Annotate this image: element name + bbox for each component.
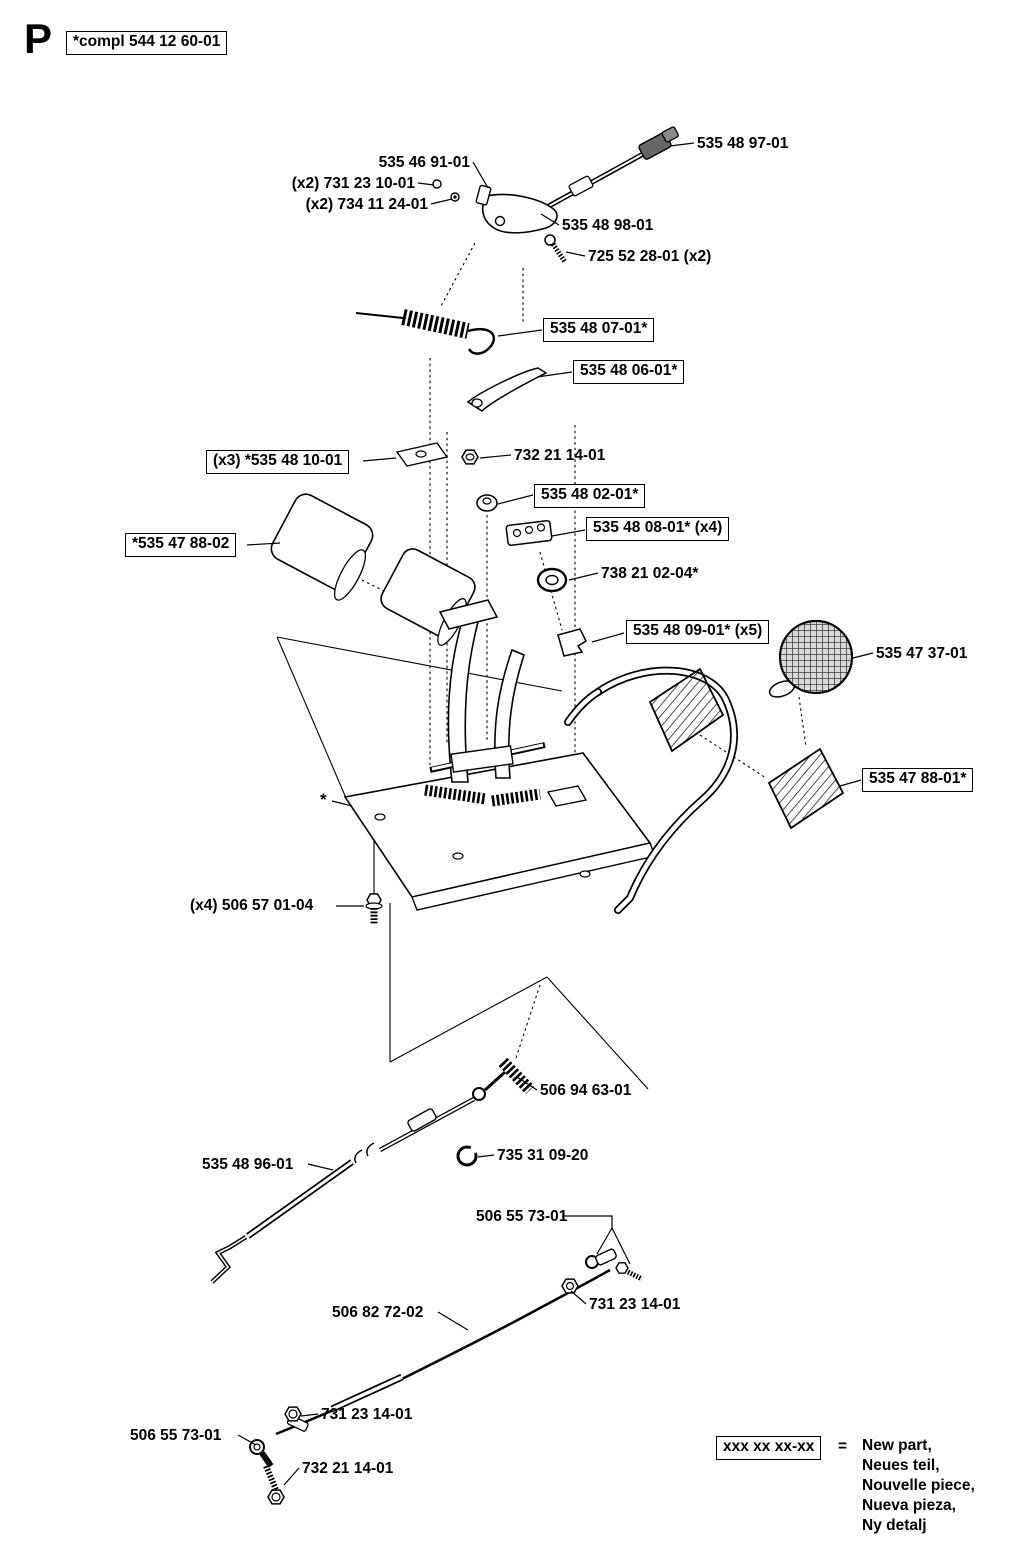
part-label-535-47-88-01: 535 47 88-01* (862, 768, 974, 792)
part-label-731-23-10-01: (x2) 731 23 10-01 (291, 175, 415, 192)
part-label-506-82-72-02: 506 82 72-02 (332, 1304, 424, 1321)
foam-tube-left (270, 493, 374, 601)
part-label-535-48-06-01: 535 48 06-01* (573, 360, 685, 384)
spacer-plate (395, 442, 449, 467)
part-label-731-23-14-01-b: 731 23 14-01 (589, 1296, 681, 1313)
nut-bottom (267, 1489, 285, 1505)
switch-cylinder (475, 184, 492, 206)
retainer-clip (557, 628, 587, 657)
hinge-block (505, 519, 553, 547)
nut-right (561, 1278, 579, 1294)
throttle-cable (210, 1057, 535, 1284)
part-label-535-48-07-01: 535 48 07-01* (543, 318, 655, 342)
section-letter: P (24, 15, 53, 62)
flat-bracket (466, 367, 548, 412)
part-label-535-48-02-01: 535 48 02-01* (534, 484, 646, 508)
pedal-arms (429, 599, 546, 783)
screw-thread (550, 242, 568, 264)
leader-lines (237, 142, 874, 1486)
part-label-535-48-97-01: 535 48 97-01 (697, 135, 789, 152)
part-label-535-48-98-01: 535 48 98-01 (562, 217, 654, 234)
handlebar-tube (564, 666, 738, 914)
mesh-knob (768, 620, 853, 698)
part-label-506-55-73-01-a: 506 55 73-01 (476, 1208, 568, 1225)
part-label-535-48-10-01: (x3) *535 48 10-01 (206, 450, 350, 474)
plate-springs (424, 784, 588, 807)
cable-boot (568, 175, 594, 197)
screw-head (544, 234, 556, 246)
legend-line-fr: Nouvelle piece, (862, 1477, 975, 1494)
throttle-lever-assembly (432, 126, 679, 264)
compl-label: *compl 544 12 60-01 (66, 31, 228, 55)
part-label-535-48-96-01: 535 48 96-01 (202, 1156, 294, 1173)
legend-line-de: Neues teil, (862, 1457, 940, 1474)
part-label-506-94-63-01: 506 94 63-01 (540, 1082, 632, 1099)
legend-line-es: Nueva pieza, (862, 1497, 956, 1514)
legend-pattern: xxx xx xx-xx (716, 1436, 822, 1460)
bolt-right (615, 1262, 629, 1274)
part-label-732-21-14-01-a: 732 21 14-01 (514, 447, 606, 464)
part-label-731-23-14-01-c: 731 23 14-01 (321, 1406, 413, 1423)
screw-731231001 (432, 179, 442, 189)
nut-732211401-top (461, 449, 479, 465)
legend-equals: = (838, 1438, 848, 1455)
asterisk-marker: * (320, 790, 327, 809)
part-label-506-55-73-01-b: 506 55 73-01 (130, 1427, 222, 1444)
part-label-738-21-02-04: 738 21 02-04* (601, 565, 699, 582)
mounting-bolt (365, 840, 383, 924)
grommet (536, 567, 568, 593)
pedal-pad-upper (648, 667, 725, 753)
part-label-535-47-37-01: 535 47 37-01 (876, 645, 968, 662)
nut-left (284, 1406, 302, 1422)
part-label-535-48-09-01: 535 48 09-01* (x5) (626, 620, 770, 644)
choke-cable (249, 1248, 644, 1505)
ball-joint-left (249, 1439, 265, 1455)
return-spring (355, 309, 496, 355)
legend-line-en: New part, (862, 1437, 932, 1454)
bushing (476, 494, 498, 512)
part-label-732-21-14-01-b: 732 21 14-01 (302, 1460, 394, 1477)
part-label-535-48-08-01: 535 48 08-01* (x4) (586, 517, 730, 541)
snap-ring (456, 1145, 478, 1167)
pedal-pad-lower (767, 747, 845, 830)
part-label-735-31-09-20: 735 31 09-20 (497, 1147, 589, 1164)
part-label-535-46-91-01: 535 46 91-01 (378, 154, 470, 171)
part-label-506-57-01-04: (x4) 506 57 01-04 (190, 897, 314, 914)
part-label-734-11-24-01: (x2) 734 11 24-01 (305, 196, 428, 213)
throttle-lever (481, 193, 558, 234)
part-label-725-52-28-01: 725 52 28-01 (x2) (588, 248, 712, 265)
legend-line-sv: Ny detalj (862, 1517, 927, 1534)
part-label-535-47-88-02: *535 47 88-02 (125, 533, 237, 557)
